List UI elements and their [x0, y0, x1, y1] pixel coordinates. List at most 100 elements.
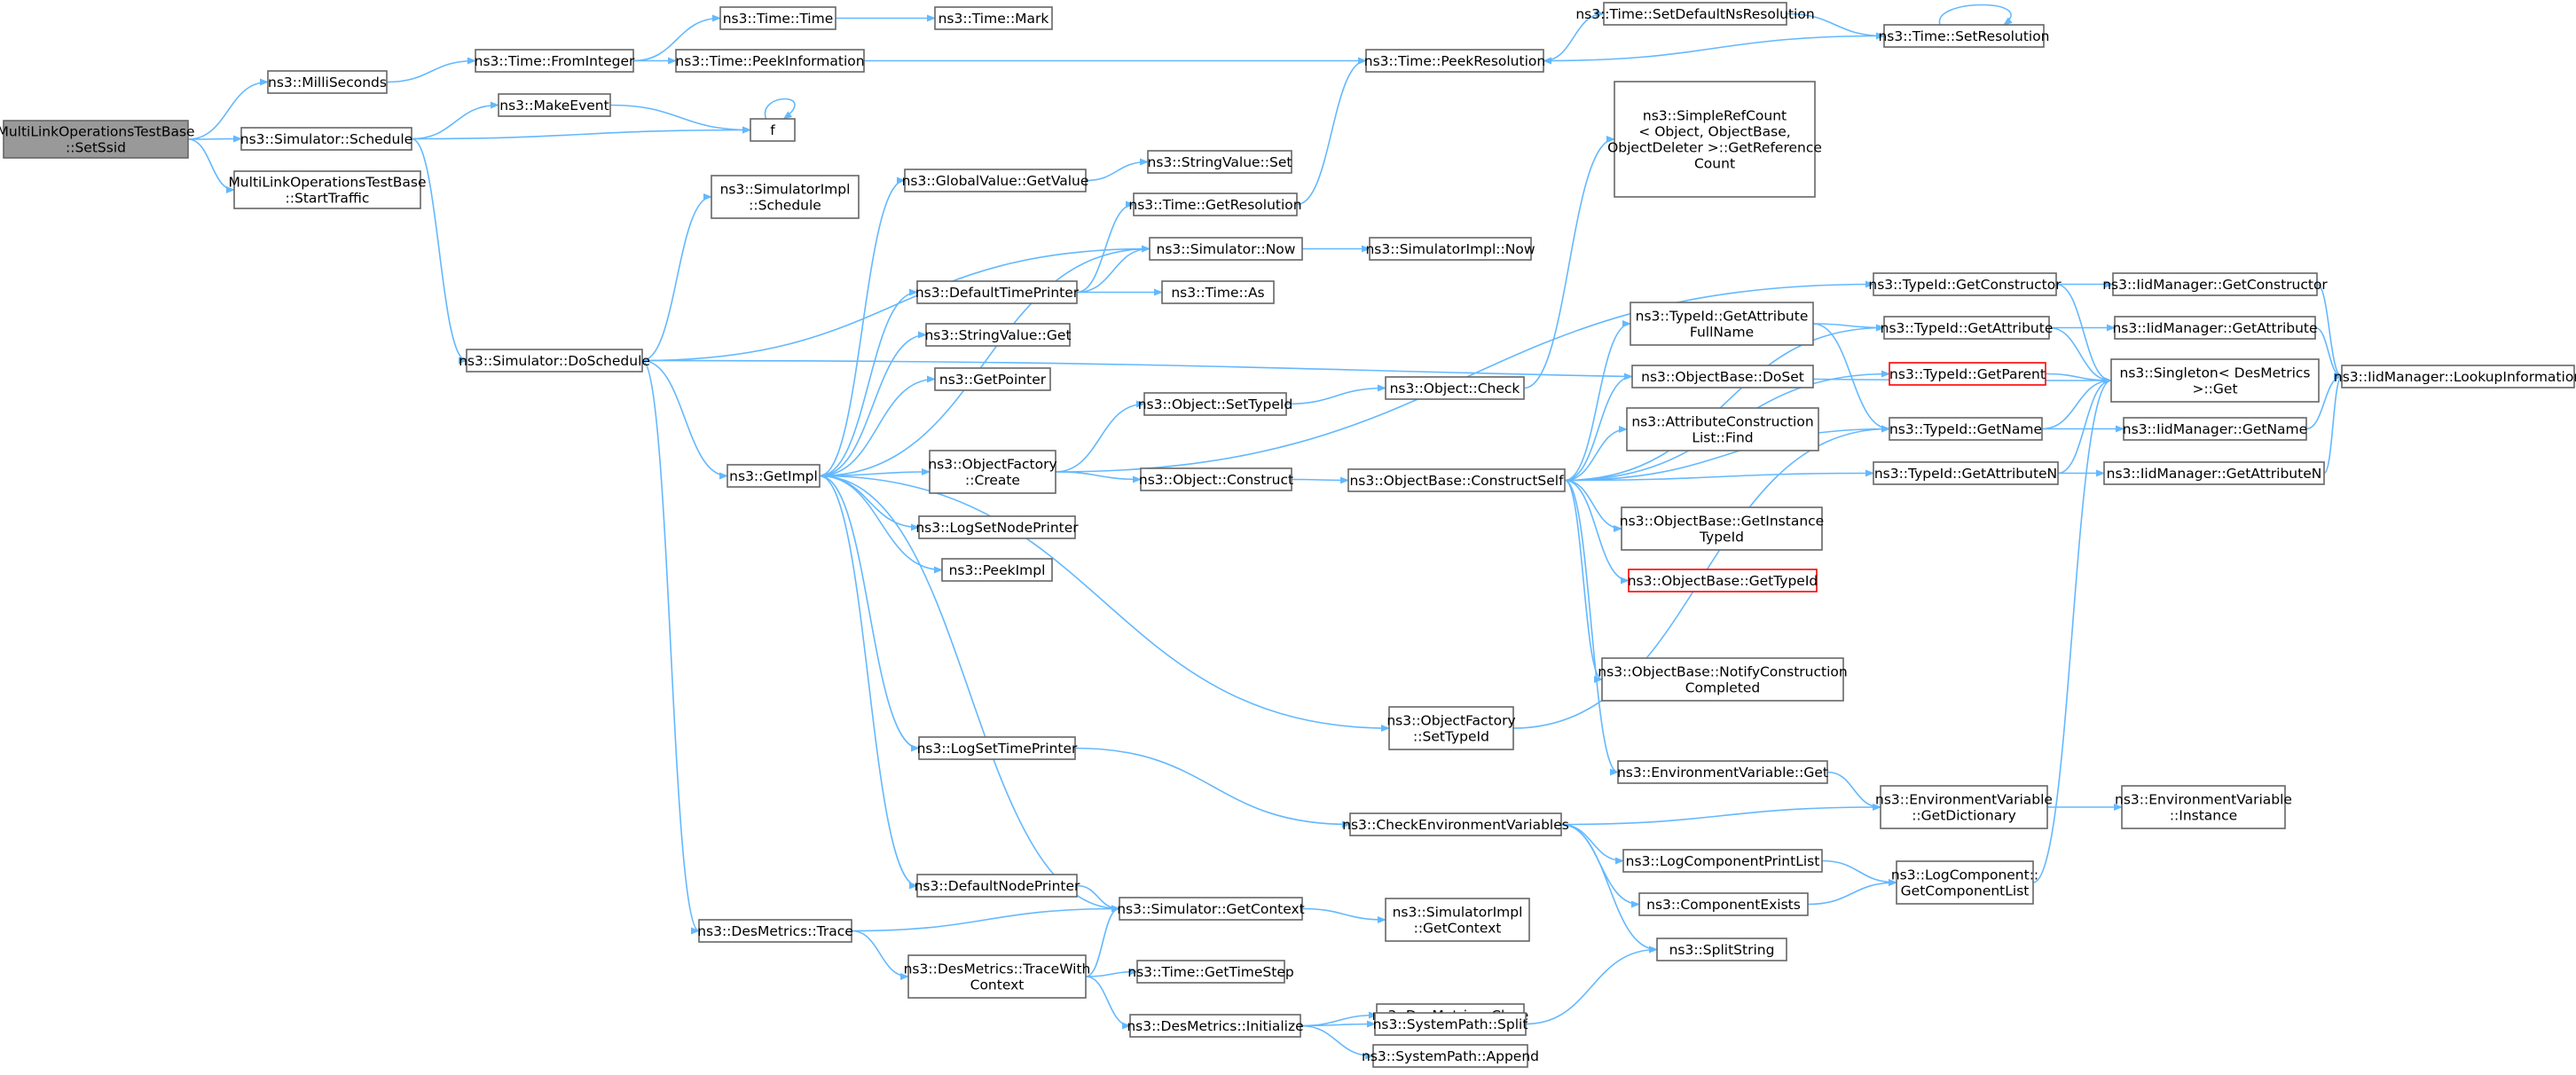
node-label-line: ns3::Simulator::Schedule [240, 131, 412, 147]
node-label-line: ns3::SimulatorImpl [1393, 905, 1523, 921]
node-setres[interactable]: ns3::Time::SetResolution [1878, 24, 2050, 48]
node-envinstance[interactable]: ns3::EnvironmentVariable::Instance [2115, 785, 2292, 829]
node-spappend[interactable]: ns3::SystemPath::Append [1362, 1044, 1539, 1068]
edge-settypeid-to-objcheck [1285, 384, 1386, 405]
node-box [1889, 417, 2043, 441]
node-box [1365, 49, 1544, 73]
node-envget[interactable]: ns3::EnvironmentVariable::Get [1617, 760, 1828, 784]
node-simplerefcount[interactable]: ns3::SimpleRefCount< Object, ObjectBase,… [1607, 81, 1822, 198]
node-getparent[interactable]: ns3::TypeId::GetParent [1889, 362, 2046, 386]
node-getname[interactable]: ns3::TypeId::GetName [1889, 417, 2043, 441]
edge-spsplit-to-splitstring [1525, 946, 1658, 1025]
node-lstp[interactable]: ns3::LogSetTimePrinter [917, 736, 1078, 760]
node-splitstring[interactable]: ns3::SplitString [1656, 938, 1787, 961]
node-label-line: ns3::AttributeConstruction [1631, 414, 1813, 430]
edge-f-to-f [764, 98, 796, 120]
node-spsplit[interactable]: ns3::SystemPath::Split [1373, 1012, 1528, 1036]
node-label-line: ns3::SimulatorImpl [720, 182, 851, 198]
edge-constructself-to-getname [1564, 425, 1890, 482]
node-ofcreate[interactable]: ns3::ObjectFactory::Create [928, 450, 1057, 494]
node-peekimpl[interactable]: ns3::PeekImpl [941, 558, 1053, 582]
node-label-line: ns3::DesMetrics::Initialize [1127, 1018, 1303, 1034]
node-settypeid[interactable]: ns3::Object::SetTypeId [1138, 392, 1293, 416]
edge-getattrn-to-singleton [2057, 377, 2112, 475]
edge-dmtracectx-to-gettimestep [1085, 968, 1138, 977]
node-box [1385, 376, 1525, 400]
edge-getimpl-to-getpointer [819, 375, 936, 477]
node-getattrn[interactable]: ns3::TypeId::GetAttributeN [1873, 461, 2059, 485]
edge-getname-to-singleton [2041, 377, 2112, 430]
node-gettimestep[interactable]: ns3::Time::GetTimeStep [1127, 960, 1294, 984]
node-objcheck[interactable]: ns3::Object::Check [1385, 376, 1525, 400]
node-simnow[interactable]: ns3::Simulator::Now [1149, 237, 1303, 261]
node-peekinfo[interactable]: ns3::Time::PeekInformation [675, 49, 865, 73]
node-getpointer[interactable]: ns3::GetPointer [934, 367, 1051, 391]
node-root[interactable]: MultiLinkOperationsTestBase::SetSsid [0, 120, 195, 159]
node-lsnp[interactable]: ns3::LogSetNodePrinter [915, 515, 1079, 539]
node-peekres[interactable]: ns3::Time::PeekResolution [1364, 49, 1545, 73]
node-simimplsched[interactable]: ns3::SimulatorImpl::Schedule [711, 175, 860, 219]
node-ofsettypeid[interactable]: ns3::ObjectFactory::SetTypeId [1386, 706, 1516, 750]
node-setdefres[interactable]: ns3::Time::SetDefaultNsResolution [1575, 2, 1815, 26]
node-iidgetname[interactable]: ns3::IidManager::GetName [2123, 417, 2307, 441]
edge-msec-to-fromint [386, 57, 476, 83]
node-f[interactable]: f [750, 118, 796, 142]
node-fromint[interactable]: ns3::Time::FromInteger [475, 49, 635, 73]
node-msec[interactable]: ns3::MilliSeconds [267, 70, 388, 94]
node-dnp[interactable]: ns3::DefaultNodePrinter [915, 874, 1080, 898]
node-starttraffic[interactable]: MultiLinkOperationsTestBase::StartTraffi… [228, 170, 427, 209]
node-gvgetvalue[interactable]: ns3::GlobalValue::GetValue [902, 169, 1089, 192]
node-label-line: < Object, ObjectBase, [1638, 124, 1790, 140]
node-doschedule[interactable]: ns3::Simulator::DoSchedule [459, 349, 650, 373]
node-dtp[interactable]: ns3::DefaultTimePrinter [915, 280, 1080, 304]
node-simimplgetctx[interactable]: ns3::SimulatorImpl::GetContext [1385, 898, 1530, 942]
node-sched[interactable]: ns3::Simulator::Schedule [240, 127, 412, 151]
node-checkenv[interactable]: ns3::CheckEnvironmentVariables [1342, 812, 1569, 836]
node-label-line: ns3::Object::Construct [1139, 472, 1293, 488]
node-obnotify[interactable]: ns3::ObjectBase::NotifyConstructionCompl… [1598, 657, 1848, 702]
node-svget[interactable]: ns3::StringValue::Get [924, 323, 1072, 347]
node-label-line: ns3::SystemPath::Append [1362, 1048, 1539, 1064]
node-getres[interactable]: ns3::Time::GetResolution [1128, 192, 1302, 216]
node-makeevent[interactable]: ns3::MakeEvent [498, 93, 611, 117]
node-label-line: f [770, 122, 775, 138]
node-label-line: ns3::LogSetNodePrinter [915, 520, 1079, 536]
node-getattr[interactable]: ns3::TypeId::GetAttribute [1881, 316, 2054, 340]
node-svset[interactable]: ns3::StringValue::Set [1147, 150, 1292, 174]
node-iidgetattrn[interactable]: ns3::IidManager::GetAttributeN [2103, 461, 2325, 485]
node-box [1880, 785, 2048, 829]
node-iidlookup[interactable]: ns3::IidManager::LookupInformation [2334, 365, 2576, 388]
edge-getparent-to-singleton [2045, 373, 2112, 384]
node-box [1149, 237, 1303, 261]
node-iidgetattr[interactable]: ns3::IidManager::GetAttribute [2112, 316, 2318, 340]
node-obgettypeid[interactable]: ns3::ObjectBase::GetTypeId [1628, 569, 1818, 592]
node-objconstruct[interactable]: ns3::Object::Construct [1139, 467, 1293, 491]
node-label-line: ns3::ObjectBase::DoSet [1641, 369, 1804, 385]
node-simgetctx[interactable]: ns3::Simulator::GetContext [1117, 897, 1305, 921]
node-compexists[interactable]: ns3::ComponentExists [1638, 892, 1809, 916]
node-label-line: ns3::TypeId::GetAttribute [1881, 320, 2054, 336]
node-label-line: ns3::LogComponentPrintList [1626, 853, 1820, 869]
node-box [2114, 316, 2316, 340]
node-label-line: ns3::Simulator::DoSchedule [459, 353, 650, 369]
node-label-line: ns3::DesMetrics::Trace [697, 923, 853, 939]
node-dminit[interactable]: ns3::DesMetrics::Initialize [1127, 1014, 1304, 1038]
node-getimpl[interactable]: ns3::GetImpl [726, 464, 821, 488]
node-getctor[interactable]: ns3::TypeId::GetConstructor [1868, 272, 2062, 296]
node-lcprintlist[interactable]: ns3::LogComponentPrintList [1622, 849, 1823, 873]
node-simimplnow[interactable]: ns3::SimulatorImpl::Now [1365, 237, 1535, 261]
node-envdict[interactable]: ns3::EnvironmentVariable::GetDictionary [1875, 785, 2053, 829]
node-timeas[interactable]: ns3::Time::As [1161, 280, 1275, 304]
node-lcgetlist[interactable]: ns3::LogComponent::GetComponentList [1891, 860, 2038, 905]
node-singleton[interactable]: ns3::Singleton< DesMetrics>::Get [2110, 358, 2320, 403]
node-mark[interactable]: ns3::Time::Mark [934, 6, 1053, 30]
node-dmtrace[interactable]: ns3::DesMetrics::Trace [697, 919, 853, 943]
node-obdoset[interactable]: ns3::ObjectBase::DoSet [1631, 365, 1814, 388]
node-constructself[interactable]: ns3::ObjectBase::ConstructSelf [1347, 468, 1566, 492]
node-timetime[interactable]: ns3::Time::Time [719, 6, 836, 30]
node-iidgetctor[interactable]: ns3::IidManager::GetConstructor [2102, 272, 2328, 296]
